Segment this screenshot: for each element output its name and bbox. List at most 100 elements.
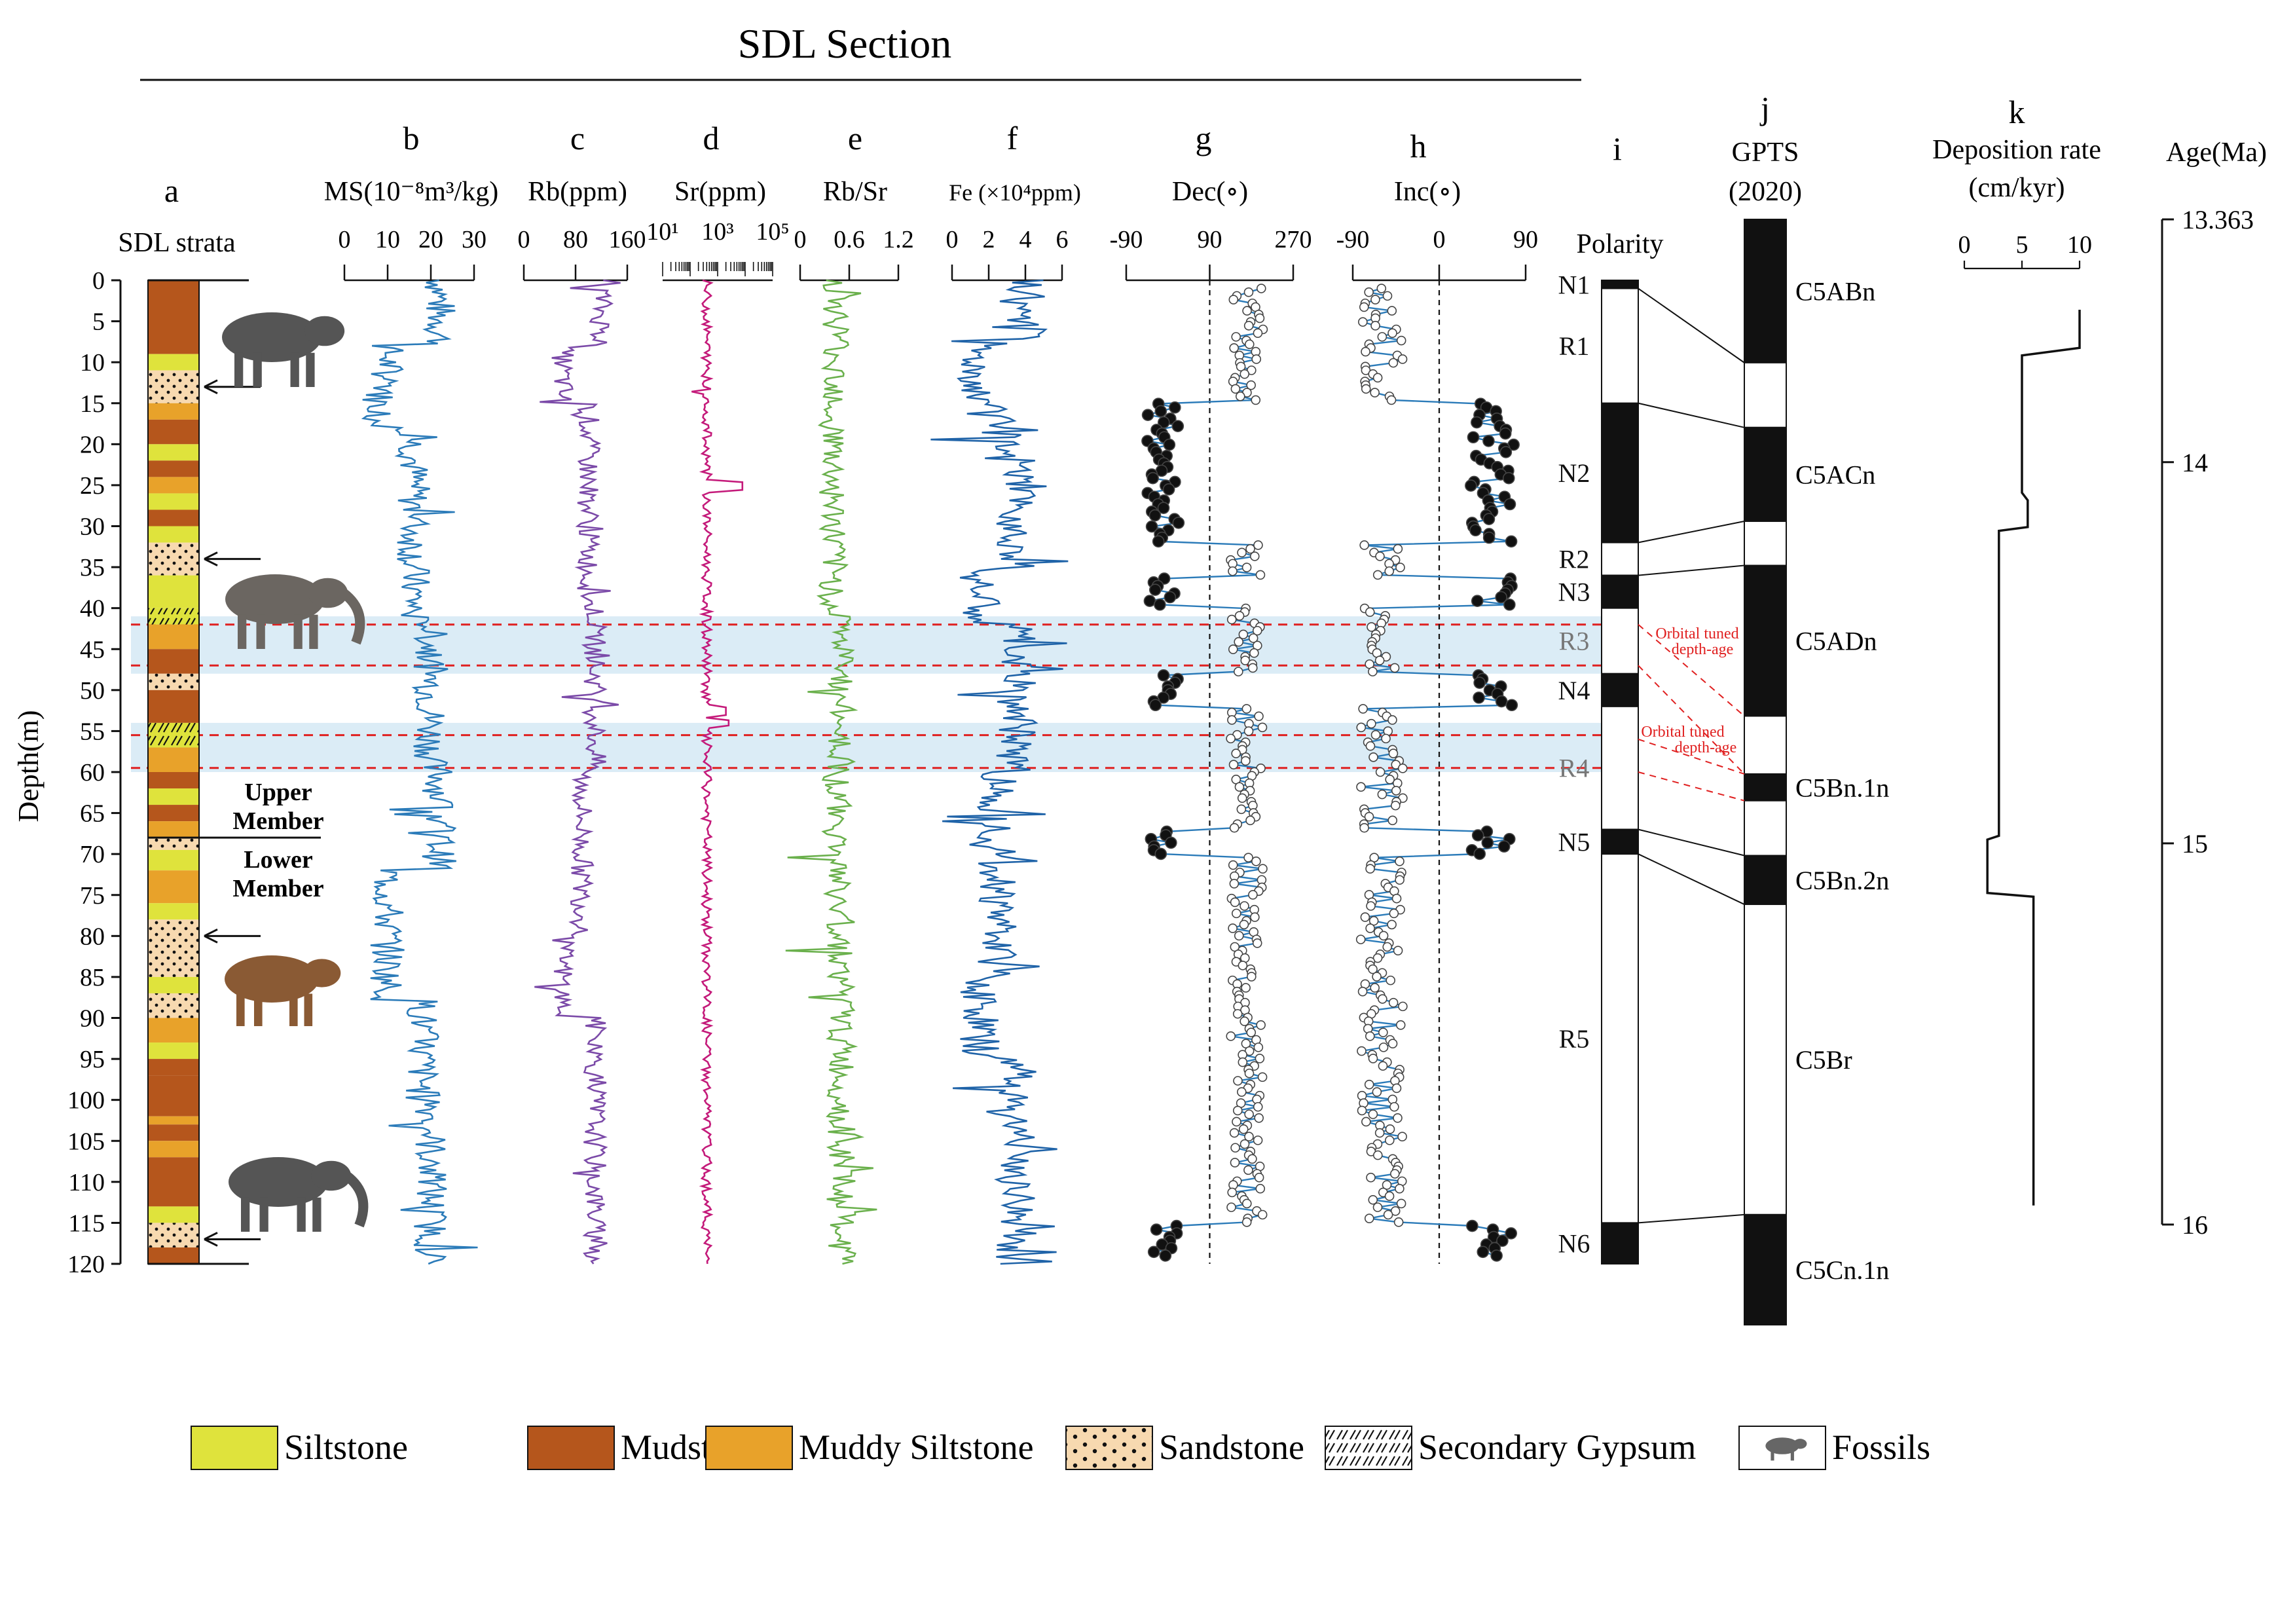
tie-line [1638, 287, 1745, 363]
data-point-g [1229, 343, 1239, 353]
strata-bed [148, 403, 199, 420]
data-point-h [1495, 695, 1508, 708]
data-point-g [1154, 405, 1167, 418]
data-point-g [1253, 540, 1263, 550]
depth-tick-label: 25 [80, 472, 105, 500]
panel-letter-g: g [1196, 120, 1212, 157]
data-point-h [1395, 1183, 1405, 1194]
depth-tick-label: 100 [67, 1087, 105, 1115]
polarity-label: R1 [1559, 331, 1590, 361]
fossil-elephant-icon-leg [309, 614, 318, 649]
data-point-h [1365, 607, 1375, 618]
data-point-g [1244, 1068, 1255, 1079]
data-point-h [1397, 1132, 1407, 1142]
strata-bed [148, 772, 199, 789]
data-point-h [1356, 722, 1367, 733]
fossil-markers [204, 312, 369, 1247]
data-point-h [1370, 388, 1380, 397]
data-point-h [1357, 1046, 1367, 1056]
fossil-arrow-head [204, 1232, 218, 1247]
tick-label-f: 2 [983, 226, 995, 253]
data-point-g [1255, 570, 1266, 580]
strata-bed [148, 1075, 199, 1116]
fossil-pig-icon-head [304, 316, 345, 346]
depth-tick-label: 10 [80, 349, 105, 377]
fossil-elephant-icon-body [225, 574, 325, 624]
depth-tick-label: 110 [68, 1169, 105, 1196]
depth-tick-label: 75 [80, 882, 105, 910]
gpts-chron [1744, 564, 1787, 717]
polarity-zone [1601, 1222, 1639, 1264]
trunk [343, 1172, 369, 1228]
data-point-h [1389, 1101, 1399, 1112]
legend-swatch [527, 1426, 615, 1470]
data-point-g [1248, 890, 1258, 900]
data-point-g [1255, 1054, 1265, 1063]
data-point-g [1234, 637, 1243, 647]
data-point-g [1226, 614, 1237, 625]
icon-head [1793, 1439, 1807, 1449]
data-point-h [1368, 667, 1378, 676]
data-point-h [1361, 384, 1371, 394]
data-point-g [1228, 923, 1238, 933]
panel-title-k: Deposition rate [1932, 135, 2101, 165]
data-point-h [1386, 395, 1397, 405]
depth-tick-label: 45 [80, 636, 105, 663]
data-point-g [1242, 306, 1252, 316]
strata-bed [148, 870, 199, 904]
tick-label-f: 6 [1056, 226, 1069, 253]
panel-title-b: MS(10⁻⁸m³/kg) [324, 177, 498, 207]
depth-tick-label: 20 [80, 431, 105, 458]
data-point-h [1395, 875, 1405, 885]
legend-label: Secondary Gypsum [1418, 1428, 1696, 1467]
data-point-g [1243, 1165, 1253, 1175]
data-point-h [1368, 964, 1378, 974]
data-point-g [1247, 663, 1258, 673]
data-point-h [1368, 752, 1378, 762]
data-point-g [1251, 857, 1261, 866]
tick-label-d: 10¹ [646, 218, 678, 246]
data-point-g [1255, 313, 1265, 323]
deprate-tick-label: 0 [1958, 231, 1971, 259]
data-point-h [1390, 1206, 1401, 1216]
data-point-h [1396, 335, 1406, 346]
data-point-g [1163, 438, 1176, 451]
data-point-h [1385, 1124, 1395, 1134]
tick-label-e: 1.2 [883, 226, 914, 253]
strata-bed [148, 649, 199, 674]
data-point-g [1233, 1076, 1243, 1086]
gpts-chron [1744, 800, 1787, 857]
data-point-g [1238, 629, 1249, 640]
strata-bed [148, 509, 199, 526]
panel-title-h: Inc(∘) [1394, 177, 1461, 207]
gpts-chron [1744, 426, 1787, 523]
data-point-h [1387, 919, 1397, 930]
data-point-g [1234, 667, 1243, 676]
data-point-h [1377, 789, 1387, 800]
data-point-g [1227, 1187, 1238, 1198]
data-point-h [1393, 1113, 1403, 1123]
strata-bed [148, 1124, 199, 1141]
data-point-g [1232, 1008, 1243, 1019]
tick-label-h: 90 [1513, 226, 1538, 253]
dashed-tie-line [1638, 665, 1745, 775]
depth-tick-label: 15 [80, 390, 105, 418]
data-point-h [1368, 915, 1379, 926]
data-point-h [1365, 923, 1375, 933]
data-point-g [1245, 544, 1255, 554]
polarity-label: R3 [1559, 627, 1590, 656]
data-point-h [1387, 715, 1397, 725]
data-point-g [1254, 711, 1264, 722]
data-point-h [1473, 676, 1486, 689]
data-point-h [1356, 782, 1366, 792]
strata-bed [148, 575, 199, 608]
gpts-chron-label: C5Bn.2n [1795, 866, 1889, 895]
data-point-h [1372, 953, 1383, 963]
data-point-h [1499, 427, 1512, 440]
